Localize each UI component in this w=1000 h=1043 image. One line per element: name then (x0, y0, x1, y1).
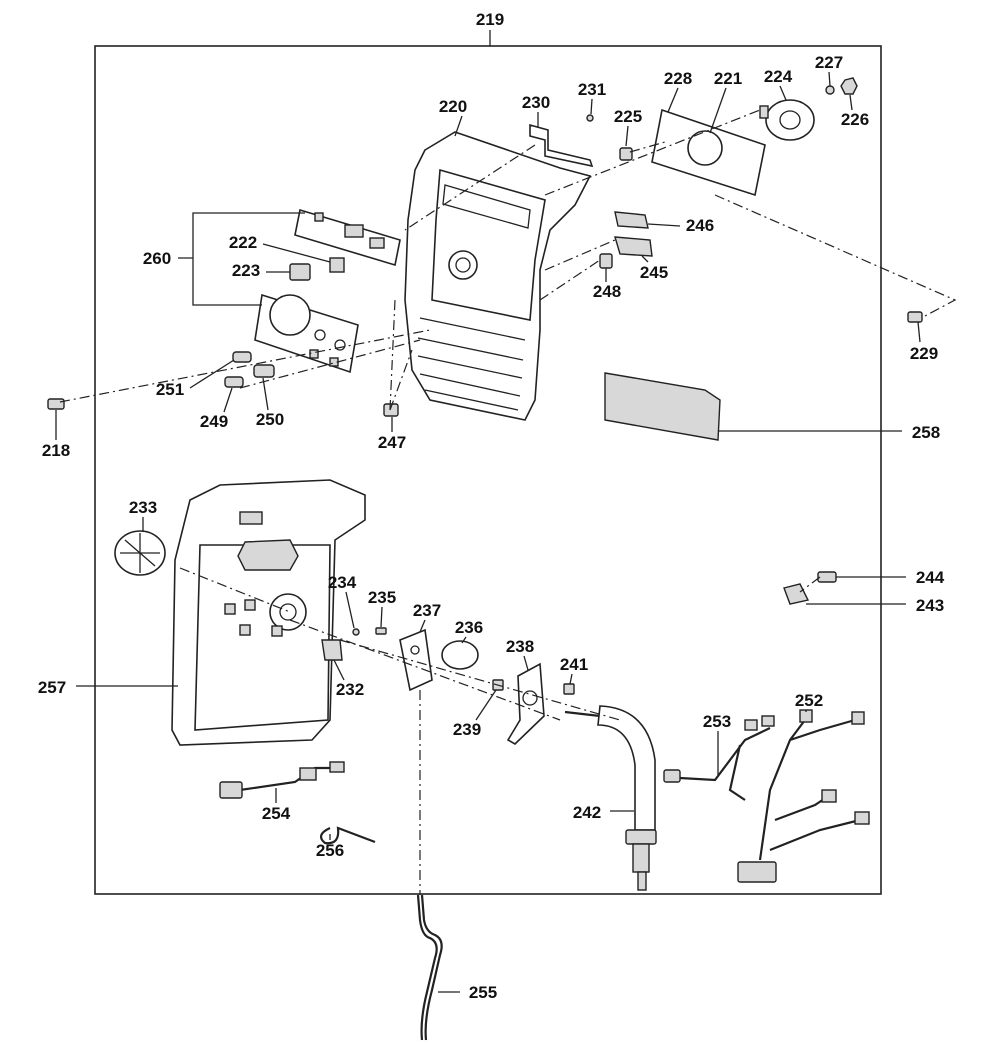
label-249: 249 (200, 412, 228, 431)
label-250: 250 (256, 410, 284, 429)
label-258: 258 (912, 423, 940, 442)
label-232: 232 (336, 680, 364, 699)
label-229: 229 (910, 344, 938, 363)
label-238: 238 (506, 637, 534, 656)
front-panel-housing (404, 131, 592, 421)
wire-harness-252 (737, 709, 870, 883)
label-245: 245 (640, 263, 668, 282)
label-242: 242 (573, 803, 601, 822)
bracket-237 (399, 628, 433, 692)
screw-229 (907, 311, 923, 323)
label-248: 248 (593, 282, 621, 301)
label-239: 239 (453, 720, 481, 739)
label-255: 255 (469, 983, 497, 1002)
meter-224 (759, 99, 815, 141)
label-234: 234 (328, 573, 357, 592)
label-231: 231 (578, 80, 606, 99)
label-252: 252 (795, 691, 823, 710)
label-plate-258 (604, 372, 721, 441)
label-241: 241 (560, 655, 588, 674)
label-223: 223 (232, 261, 260, 280)
bracket-230 (529, 123, 594, 168)
label-244: 244 (916, 568, 945, 587)
rear-panel-257 (171, 479, 366, 746)
label-219: 219 (476, 10, 504, 29)
label-233: 233 (129, 498, 157, 517)
label-237: 237 (413, 601, 441, 620)
label-218: 218 (42, 441, 70, 460)
diagram-frame (94, 45, 882, 895)
screw-247 (383, 403, 399, 417)
label-247: 247 (378, 433, 406, 452)
clip-245 (614, 236, 653, 257)
gas-hose-242 (564, 705, 657, 891)
label-243: 243 (916, 596, 944, 615)
cable-254 (219, 761, 345, 799)
terminal-250 (253, 364, 275, 378)
label-257: 257 (38, 678, 66, 697)
switch-222 (329, 257, 345, 273)
clip-243 (783, 583, 810, 605)
label-225: 225 (614, 107, 642, 126)
label-227: 227 (815, 53, 843, 72)
label-246: 246 (686, 216, 714, 235)
valve-236 (441, 640, 479, 670)
cable-tie-256 (319, 826, 376, 845)
clip-246 (614, 211, 649, 229)
screw-234 (352, 628, 360, 636)
label-220: 220 (439, 97, 467, 116)
knob-225 (619, 147, 633, 161)
label-260: 260 (143, 249, 171, 268)
label-254: 254 (262, 804, 291, 823)
label-235: 235 (368, 588, 396, 607)
wire-harness-253 (663, 715, 775, 801)
fuse-holder-251 (232, 351, 252, 363)
washer-227 (825, 85, 835, 95)
nut-226 (840, 77, 858, 95)
label-253: 253 (703, 712, 731, 731)
fan-233 (114, 530, 166, 576)
switch-223 (289, 263, 311, 281)
terminal-249 (224, 376, 244, 388)
screw-241 (563, 683, 575, 695)
label-226: 226 (841, 110, 869, 129)
label-228: 228 (664, 69, 692, 88)
bushing-248 (599, 253, 613, 269)
label-224: 224 (764, 67, 793, 86)
screw-218 (47, 398, 65, 410)
screw-231 (586, 114, 594, 122)
screw-244 (817, 571, 837, 583)
tube-255 (420, 894, 443, 1041)
label-236: 236 (455, 618, 483, 637)
label-230: 230 (522, 93, 550, 112)
clip-232 (321, 639, 343, 661)
label-256: 256 (316, 841, 344, 860)
label-222: 222 (229, 233, 257, 252)
label-221: 221 (714, 69, 742, 88)
screw-235 (375, 627, 387, 635)
label-251: 251 (156, 380, 184, 399)
